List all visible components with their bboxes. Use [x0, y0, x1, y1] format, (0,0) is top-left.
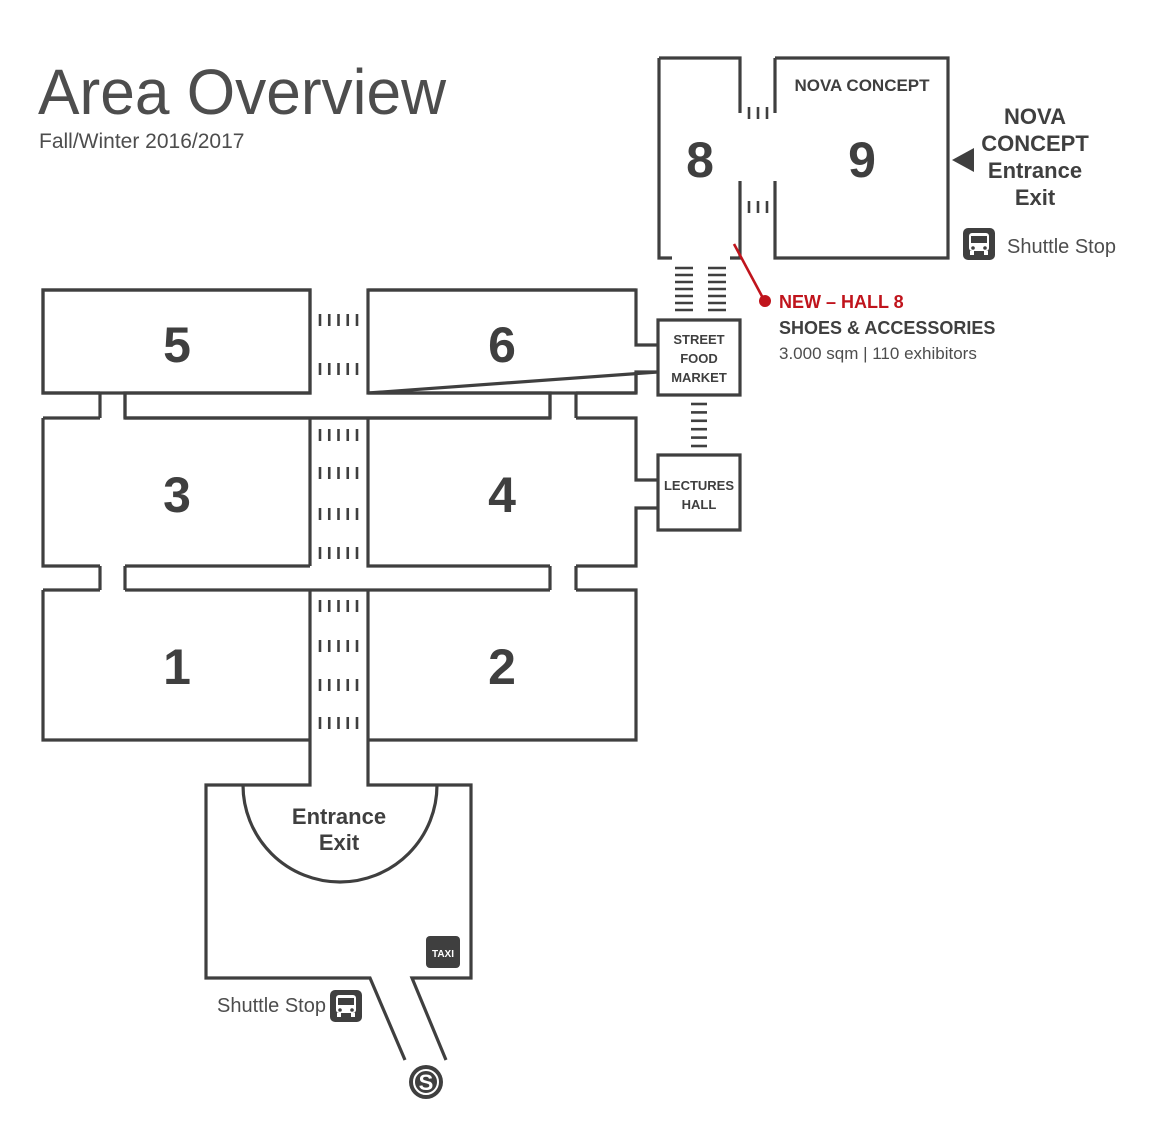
- nova-entrance-label: NOVA CONCEPT Entrance Exit: [981, 104, 1089, 210]
- shuttle-stop-south[interactable]: Shuttle Stop: [217, 990, 362, 1022]
- bridge-central-3: [318, 429, 359, 441]
- hall-6-number: 6: [488, 317, 516, 373]
- callout-leader-line: [732, 243, 766, 301]
- hall-2-number: 2: [488, 639, 516, 695]
- hall-4-number: 4: [488, 467, 516, 523]
- bridge-central-1: [318, 314, 359, 326]
- main-entrance-line-2: Exit: [319, 830, 360, 855]
- hall-5-outline: [41, 288, 312, 395]
- entrance-building: [204, 740, 473, 1061]
- street-food-line-1: STREET: [673, 332, 724, 347]
- callout-dot: [759, 295, 771, 307]
- callout-details: 3.000 sqm | 110 exhibitors: [779, 344, 977, 363]
- shuttle-stop-east-label: Shuttle Stop: [1007, 236, 1116, 258]
- hall-8-number: 8: [686, 132, 714, 188]
- bridges: [318, 107, 769, 729]
- callout-category: SHOES & ACCESSORIES: [779, 318, 995, 338]
- taxi-stand[interactable]: TAXI: [426, 936, 460, 968]
- new-hall-8-callout[interactable]: NEW – HALL 8 SHOES & ACCESSORIES 3.000 s…: [732, 243, 995, 363]
- arrow-left-icon: [952, 148, 974, 172]
- hall-outlines: [41, 56, 950, 1061]
- bus-icon: [963, 228, 995, 260]
- hall-1-2-outline: [41, 588, 638, 742]
- bridge-central-6: [318, 547, 359, 559]
- bus-icon: [330, 990, 362, 1022]
- page-title: Area Overview: [38, 56, 447, 128]
- lectures-outline: [656, 453, 742, 532]
- hall-4-outline: [366, 416, 658, 568]
- taxi-label: TAXI: [432, 949, 454, 960]
- main-entrance-line-1: Entrance: [292, 804, 386, 829]
- hall-1-number: 1: [163, 639, 191, 695]
- street-food-label: STREET FOOD MARKET: [671, 332, 727, 385]
- bridge-street-lectures: [691, 402, 707, 448]
- bridge-central-9: [318, 679, 359, 691]
- s-bahn-station[interactable]: S: [409, 1065, 443, 1099]
- street-food-line-2: FOOD: [680, 351, 718, 366]
- bridge-8-9-bottom: [747, 201, 769, 213]
- lectures-line-1: LECTURES: [664, 478, 734, 493]
- shuttle-stop-south-label: Shuttle Stop: [217, 995, 326, 1017]
- callout-headline: NEW – HALL 8: [779, 292, 904, 312]
- hall-9-outline: [773, 56, 950, 260]
- page-subtitle: Fall/Winter 2016/2017: [39, 130, 244, 153]
- street-food-line-3: MARKET: [671, 370, 727, 385]
- main-entrance-label: Entrance Exit: [292, 804, 386, 855]
- bridge-8-street-right: [708, 266, 726, 312]
- hall-3-outline: [41, 416, 550, 568]
- lectures-line-2: HALL: [682, 497, 717, 512]
- taxi-icon: [426, 936, 460, 968]
- nova-concept-hall-label: NOVA CONCEPT: [794, 76, 930, 95]
- nova-entrance-line-4: Exit: [1015, 185, 1056, 210]
- bridge-8-street-left: [675, 266, 693, 312]
- hall-5-number: 5: [163, 317, 191, 373]
- nova-entrance-line-1: NOVA: [1004, 104, 1066, 129]
- nova-entrance-line-3: Entrance: [988, 158, 1082, 183]
- bridge-8-9-top: [747, 107, 769, 119]
- lectures-hall-label: LECTURES HALL: [664, 478, 734, 512]
- s-bahn-letter: S: [419, 1070, 434, 1095]
- bridge-central-2: [318, 363, 359, 375]
- hall-9-number: 9: [848, 132, 876, 188]
- bridge-central-4: [318, 467, 359, 479]
- shuttle-stop-east[interactable]: Shuttle Stop: [963, 228, 1116, 260]
- bridge-central-5: [318, 508, 359, 520]
- hall-3-number: 3: [163, 467, 191, 523]
- street-food-outline: [656, 318, 742, 397]
- hall-8-outline: [657, 56, 742, 260]
- nova-entrance-line-2: CONCEPT: [981, 131, 1089, 156]
- bridge-central-7: [318, 600, 359, 612]
- entrance-arc: [241, 784, 439, 884]
- hall-5[interactable]: [41, 288, 636, 420]
- bridge-central-8: [318, 640, 359, 652]
- bridge-central-10: [318, 717, 359, 729]
